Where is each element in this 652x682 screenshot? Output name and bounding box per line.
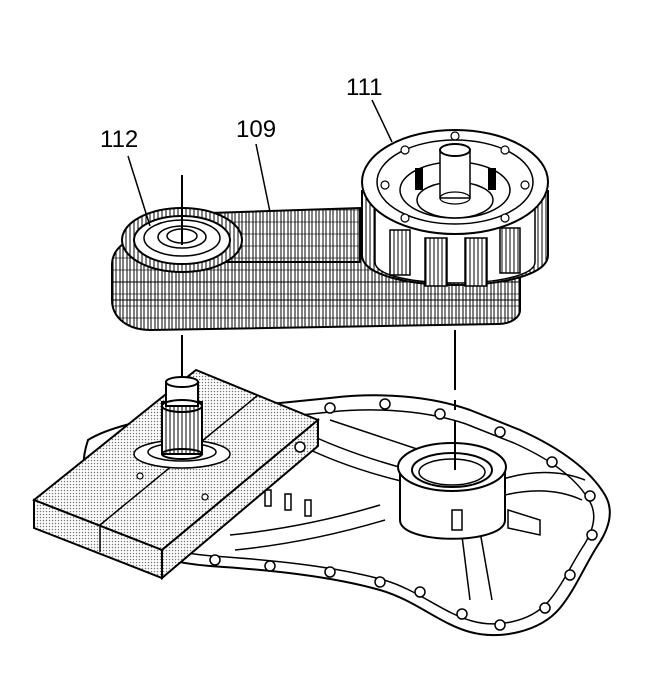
- callout-111: 111: [346, 74, 383, 101]
- alignment-lines: [181, 175, 456, 470]
- callout-leaders: [127, 99, 393, 227]
- callout-109: 109: [236, 116, 277, 143]
- leader-109: [255, 143, 271, 213]
- output-shaft: [133, 376, 231, 469]
- leader-112: [127, 155, 151, 227]
- callout-112: 112: [100, 126, 139, 153]
- planetary-carrier: [361, 129, 549, 287]
- leader-111: [371, 99, 393, 143]
